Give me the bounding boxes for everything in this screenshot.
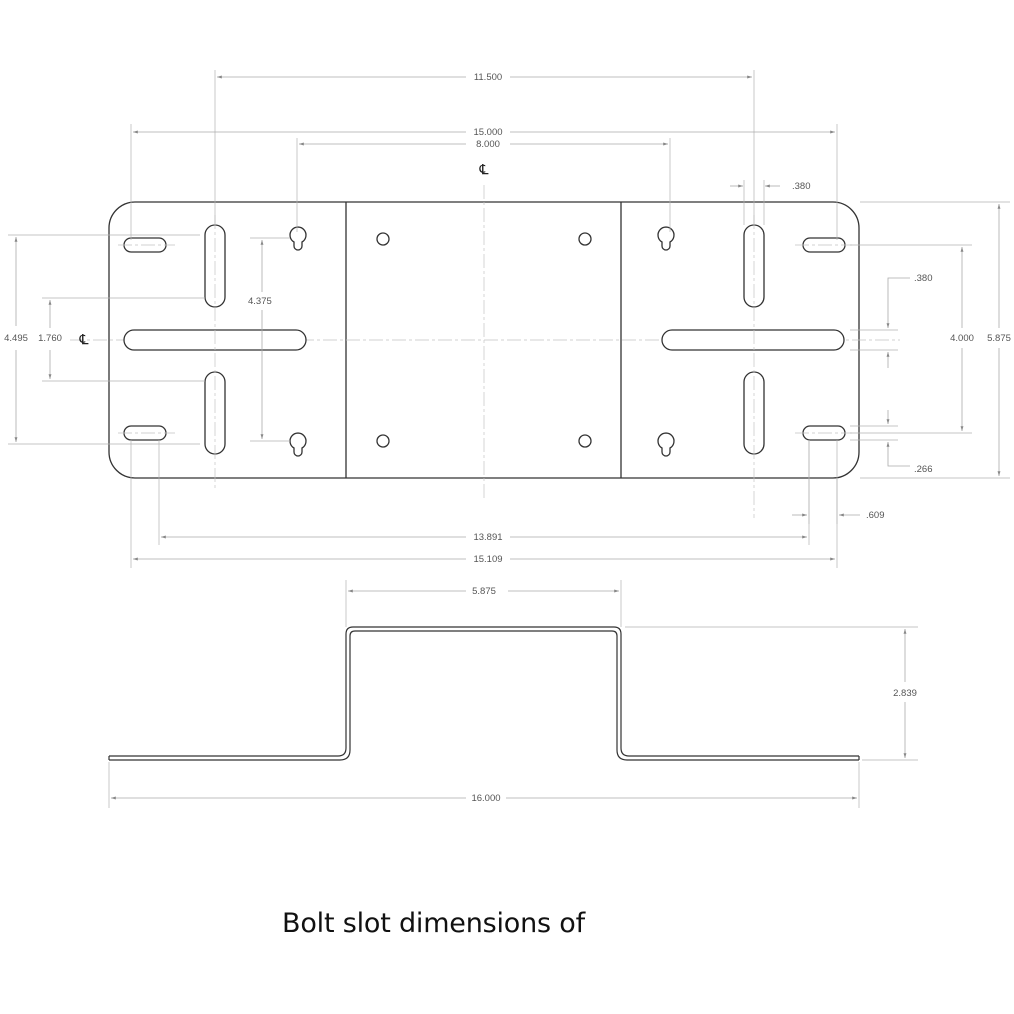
dim-label: 5.875 bbox=[987, 333, 1011, 344]
dim-label: 15.000 bbox=[473, 127, 502, 138]
dim-label: .380 bbox=[914, 273, 933, 284]
dim-label: 4.375 bbox=[248, 296, 272, 307]
keyhole-left-top bbox=[289, 226, 307, 251]
hole-center-bl bbox=[376, 434, 390, 448]
dim-label: .266 bbox=[914, 464, 933, 475]
dim-label: 5.875 bbox=[472, 586, 496, 597]
dimension-slot-width-right: .380 bbox=[850, 273, 933, 368]
dimension-overall-hole-span: 11.500 bbox=[214, 70, 755, 225]
dimension-keyhole-spacing: 4.375 bbox=[248, 237, 290, 442]
dim-label: 15.109 bbox=[473, 554, 502, 565]
dim-label: 13.891 bbox=[473, 532, 502, 543]
dim-label: 4.495 bbox=[4, 333, 28, 344]
dimension-bend-width: 5.875 bbox=[345, 580, 622, 627]
dim-label: 4.000 bbox=[950, 333, 974, 344]
dim-label: 16.000 bbox=[471, 793, 500, 804]
dim-label: .609 bbox=[866, 510, 885, 521]
dim-label: 8.000 bbox=[476, 139, 500, 150]
dimension-slot-width-top: .380 bbox=[730, 180, 811, 225]
centerline-symbol-left: ℄ bbox=[79, 332, 89, 348]
keyhole-left-bottom bbox=[289, 432, 307, 457]
dimension-inner-height: 4.000 bbox=[850, 244, 974, 434]
dim-label: 1.760 bbox=[38, 333, 62, 344]
dimension-outer-height: 5.875 bbox=[860, 201, 1011, 479]
dimension-slot-offset: .266 bbox=[850, 410, 933, 475]
keyhole-right-top bbox=[657, 226, 675, 251]
hole-center-tr bbox=[578, 232, 592, 246]
keyhole-right-bottom bbox=[657, 432, 675, 457]
dimension-center-span: 8.000 bbox=[296, 138, 671, 232]
hole-center-br bbox=[578, 434, 592, 448]
dimension-overall-length: 15.000 bbox=[130, 124, 838, 240]
profile-outer bbox=[109, 626, 859, 757]
dim-label: 2.839 bbox=[893, 688, 917, 699]
plate-top-view bbox=[70, 185, 900, 518]
dimension-flat-length: 16.000 bbox=[108, 762, 860, 808]
profile-inner bbox=[109, 630, 859, 761]
hole-center-tl bbox=[376, 232, 390, 246]
side-profile-view bbox=[108, 626, 860, 761]
slot-right-long bbox=[661, 329, 845, 351]
caption: Bolt slot dimensions of bbox=[282, 908, 585, 939]
dim-label: .380 bbox=[792, 181, 811, 192]
dimension-slot-centers-inner: 13.891 bbox=[158, 440, 810, 545]
dimension-slot-centers-outer: 15.109 bbox=[130, 440, 838, 568]
dimension-center-offset: 1.760 bbox=[38, 297, 205, 382]
dimension-left-slot-span: 4.495 bbox=[4, 234, 200, 445]
centerline-symbol-top: ℄ bbox=[479, 162, 489, 178]
dim-label: 11.500 bbox=[474, 72, 502, 83]
dimension-bend-height: 2.839 bbox=[625, 626, 918, 761]
